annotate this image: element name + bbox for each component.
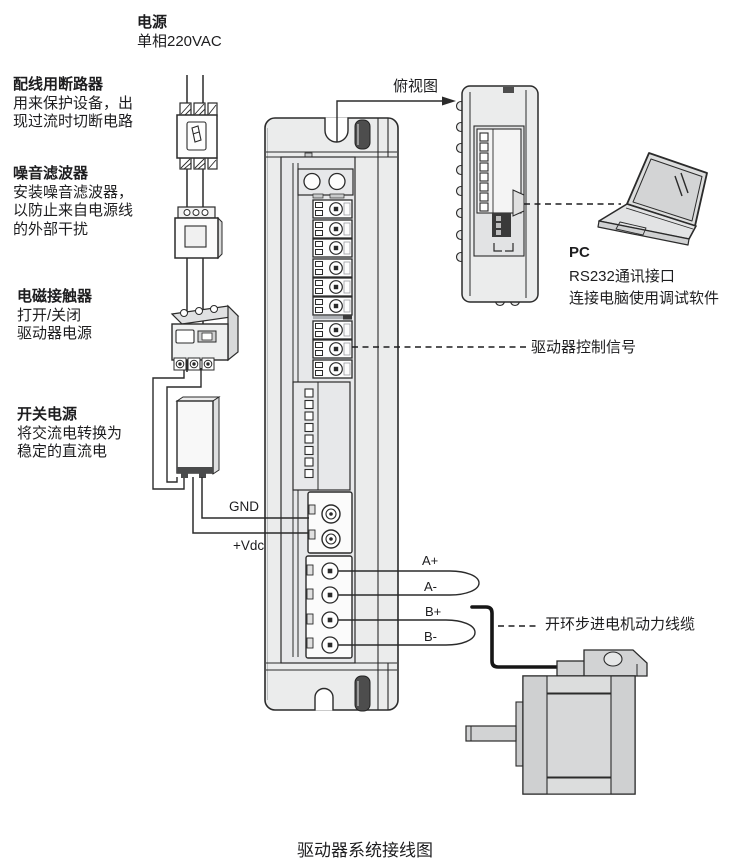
- dc-power-connector: [307, 491, 353, 554]
- touchpad: [615, 221, 647, 236]
- middle-connector-block: [292, 381, 351, 491]
- terminal-label-a-minus: A-: [424, 579, 437, 594]
- filter-label: 噪音滤波器 安装噪音滤波器， 以防止来自电源线 的外部干扰: [13, 165, 134, 238]
- diagram-caption: 驱动器系统接线图: [297, 841, 433, 860]
- signal-terminal-strip: [312, 199, 353, 379]
- motor-cable: [470, 605, 561, 669]
- terminal-label-b-minus: B-: [424, 629, 437, 644]
- stepper-motor-drawing: [465, 649, 648, 795]
- indicator-block: [297, 168, 354, 199]
- breaker-label: 配线用断路器 用来保护设备，出 现过流时切断电路: [13, 76, 134, 130]
- bottom-notch: [314, 687, 334, 711]
- callouts: [336, 96, 621, 627]
- contactor-label: 电磁接触器 打开/关闭 驱动器电源: [17, 288, 93, 342]
- terminal-label-a-plus: A+: [422, 553, 439, 568]
- din-clip-bottom: [354, 675, 371, 712]
- top-view-arrowhead: [442, 96, 456, 106]
- driver-unit: [264, 117, 399, 712]
- circuit-breaker-drawing: [176, 102, 218, 170]
- laptop-drawing: [597, 152, 708, 246]
- top-view-arrow-line: [336, 100, 442, 142]
- noise-filter-drawing: [174, 206, 223, 260]
- power-subtitle: 单相220VAC: [137, 32, 222, 50]
- power-label: 电源 单相220VAC: [137, 14, 222, 51]
- pc-label: PC RS232通讯接口 连接电脑使用调试软件: [569, 244, 720, 307]
- terminal-label-b-plus: B+: [425, 604, 442, 619]
- motor-phase-wires: [338, 570, 480, 646]
- contactor-drawing: [170, 304, 240, 371]
- din-clip-top: [354, 119, 371, 150]
- motor-connector: [305, 555, 353, 659]
- switching-psu-drawing: [175, 396, 221, 478]
- power-title: 电源: [137, 14, 168, 31]
- gnd-label: GND: [229, 499, 259, 514]
- vdc-label: +Vdc: [233, 538, 265, 553]
- dc-supply-wires: [192, 477, 309, 534]
- screen-glare: [674, 172, 689, 197]
- rs232-port: [492, 189, 525, 252]
- motor-cable-label: 开环步进电机动力线缆: [545, 616, 696, 633]
- top-view-label: 俯视图: [393, 78, 439, 95]
- control-signal-label: 驱动器控制信号: [531, 339, 637, 356]
- psu-label: 开关电源 将交流电转换为 稳定的直流电: [17, 406, 123, 460]
- top-view-unit: [455, 85, 539, 307]
